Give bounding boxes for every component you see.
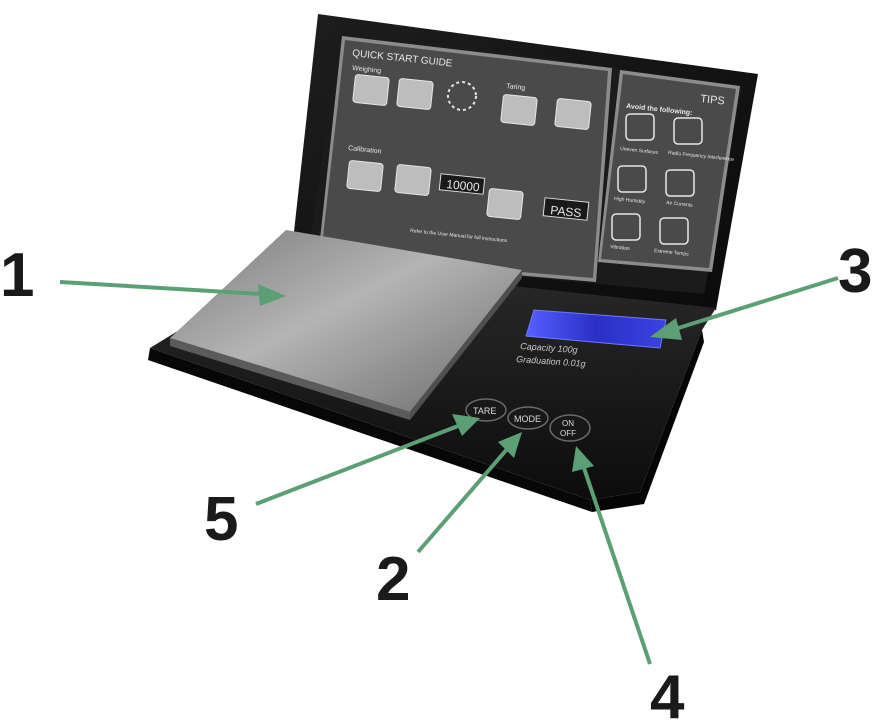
tips-title: TIPS bbox=[700, 93, 726, 107]
avoid-item-5: Vibration bbox=[610, 244, 630, 252]
tips-card: TIPS Avoid the following: Uneven Surface… bbox=[598, 70, 740, 272]
arrow-4 bbox=[582, 467, 652, 665]
arrow-2-head bbox=[498, 432, 522, 458]
callout-5: 5 bbox=[204, 485, 238, 554]
callout-4: 4 bbox=[650, 663, 685, 728]
mode-button-label: MODE bbox=[514, 414, 541, 424]
weighing-platform[interactable] bbox=[170, 230, 522, 420]
card-pictograms bbox=[346, 74, 592, 220]
power-button-off-label: OFF bbox=[560, 429, 576, 438]
callout-arrows bbox=[59, 276, 839, 665]
avoid-item-3: High Humidity bbox=[614, 196, 646, 205]
tare-button-label: TARE bbox=[473, 406, 496, 416]
callout-3: 3 bbox=[838, 237, 872, 306]
avoid-item-1: Uneven Surfaces bbox=[620, 146, 659, 156]
mode-button[interactable]: MODE bbox=[507, 406, 549, 430]
lcd-display bbox=[525, 309, 667, 349]
tips-pictograms bbox=[611, 113, 703, 245]
avoid-item-6: Extreme Temps bbox=[654, 248, 690, 258]
quick-start-card: QUICK START GUIDE Weighing Taring Calibr… bbox=[318, 36, 612, 282]
avoid-item-4: Air Currents bbox=[666, 200, 694, 209]
arrow-3 bbox=[671, 276, 839, 332]
scale-lid: QUICK START GUIDE Weighing Taring Calibr… bbox=[290, 14, 758, 310]
mode-cycle-icon bbox=[447, 81, 477, 111]
arrow-4-head bbox=[572, 446, 594, 472]
arrow-1 bbox=[59, 280, 263, 296]
callout-1: 1 bbox=[0, 241, 34, 310]
card-section-calibration: Calibration bbox=[348, 145, 382, 155]
tare-button[interactable]: TARE bbox=[465, 398, 507, 422]
arrow-2 bbox=[416, 446, 510, 554]
power-button-on-label: ON bbox=[562, 419, 574, 428]
card-section-weighing: Weighing bbox=[352, 65, 382, 75]
arrow-3-head bbox=[650, 318, 682, 340]
callout-2: 2 bbox=[376, 545, 410, 614]
card-display-value: 10000 bbox=[446, 177, 481, 194]
power-button[interactable]: ON OFF bbox=[549, 414, 591, 442]
graduation-label: Graduation 0.01g bbox=[516, 354, 586, 369]
arrow-5-head bbox=[452, 414, 480, 436]
capacity-label: Capacity 100g bbox=[520, 341, 578, 355]
card-pass-text: PASS bbox=[550, 203, 582, 220]
card-section-taring: Taring bbox=[506, 83, 526, 92]
arrow-1-head bbox=[258, 284, 286, 306]
arrow-5 bbox=[255, 424, 459, 506]
